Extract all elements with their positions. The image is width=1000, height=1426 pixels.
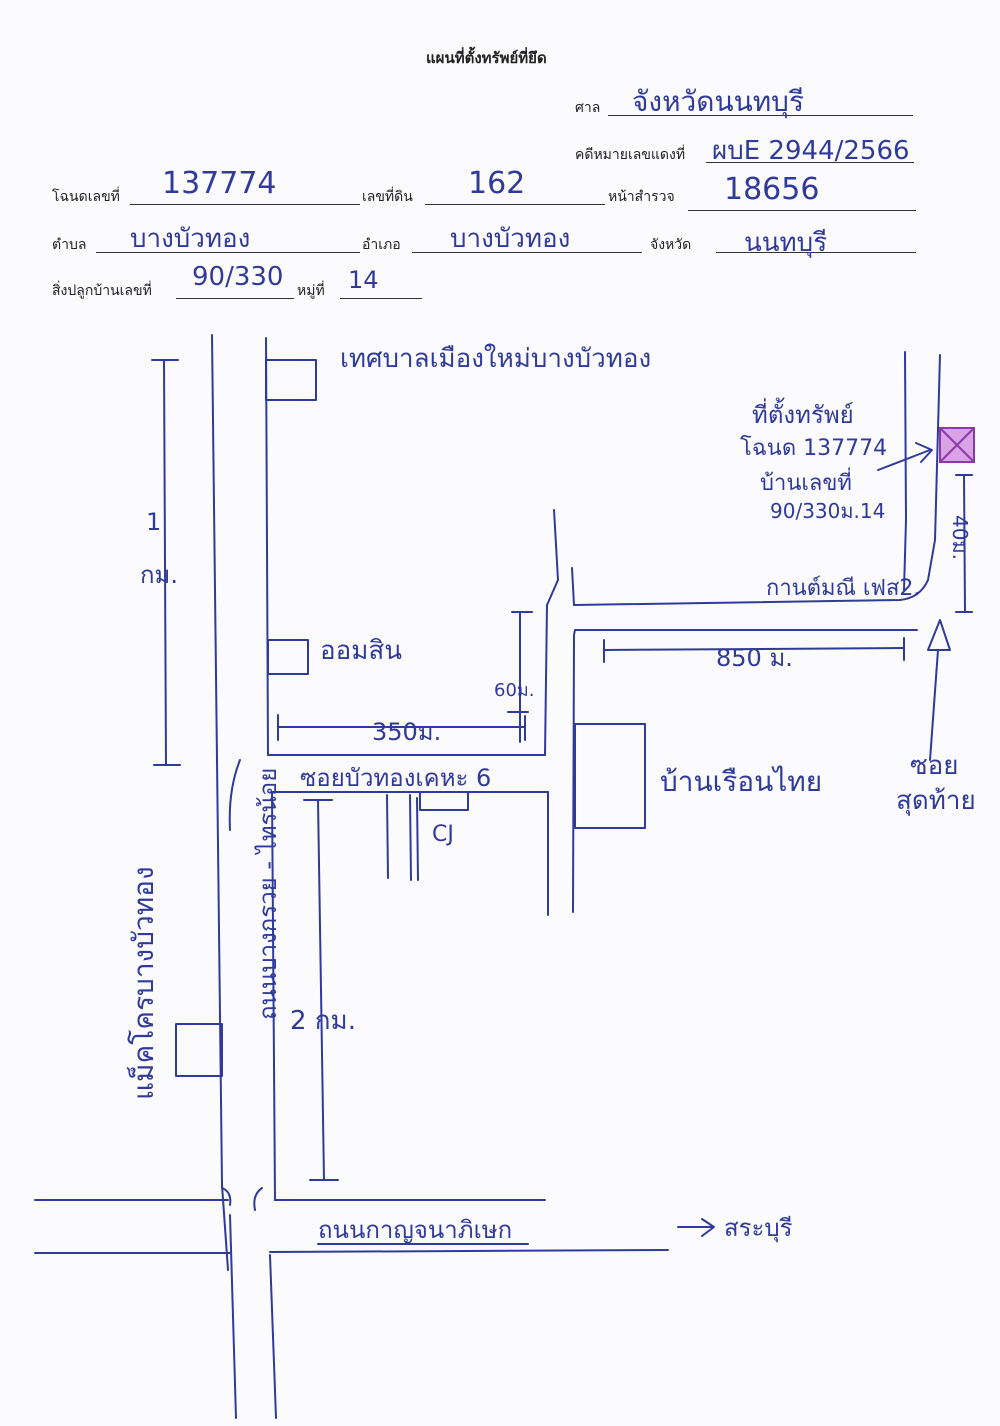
survey-page-label: หน้าสำรวจ — [608, 189, 675, 205]
case-underline — [706, 162, 914, 163]
case-label: คดีหมายเลขแดงที่ — [575, 147, 686, 163]
dim-850-label: 850 ม. — [716, 644, 793, 672]
gsb-box — [267, 639, 309, 675]
branch-upper-edge — [573, 354, 941, 606]
soi-end-upper — [544, 509, 559, 756]
dim-40-line — [963, 474, 966, 613]
side-lane-2-left — [416, 797, 419, 881]
last-soi-arrow-shaft — [929, 649, 939, 761]
dim-1km-number: 1 — [146, 508, 162, 536]
road-label-curve — [228, 759, 241, 831]
highway-bottom-edge-right — [269, 1249, 669, 1253]
cj-box — [419, 791, 469, 811]
house-no-value: 90/330 — [192, 262, 284, 292]
dim-40-label: 40ม. — [948, 515, 972, 560]
court-label: ศาล — [575, 100, 601, 116]
survey-page-value: 18656 — [724, 172, 820, 207]
subdistrict-value: บางบัวทอง — [130, 224, 251, 254]
property-line1: ที่ตั้งทรัพย์ — [752, 401, 854, 429]
province-underline — [716, 252, 916, 253]
moo-value: 14 — [348, 266, 379, 294]
dim-2km-label: 2 กม. — [290, 1006, 356, 1036]
saraburi-arrow — [677, 1218, 715, 1237]
last-soi-label-b: สุดท้าย — [896, 786, 976, 816]
survey-page-underline — [688, 210, 916, 211]
dim-350-label: 350ม. — [372, 718, 442, 746]
province-value: นนทบุรี — [744, 228, 828, 258]
land-no-underline — [425, 204, 605, 205]
saraburi-label: สระบุรี — [724, 1214, 793, 1242]
property-arrow — [877, 442, 933, 471]
side-lane-1-right — [409, 794, 412, 881]
house-no-label: สิ่งปลูกบ้านเลขที่ — [52, 283, 152, 299]
deed-underline — [130, 204, 360, 205]
macro-box — [175, 1023, 223, 1077]
macro-label: แม็คโครบางบัวทอง — [127, 866, 160, 1100]
baanruenthai-box — [574, 723, 646, 829]
last-soi-label-a: ซอย — [910, 751, 959, 781]
property-marker — [939, 427, 975, 463]
junction-curve-left — [221, 1187, 232, 1206]
municipality-box — [265, 359, 317, 401]
side-lane-1-left — [386, 794, 389, 879]
main-road-right-edge-lower — [271, 791, 276, 1201]
land-no-label: เลขที่ดิน — [362, 189, 413, 205]
main-road-right-edge-upper — [265, 337, 269, 756]
baanruenthai-label: บ้านเรือนไทย — [660, 765, 823, 798]
main-road-left-edge — [211, 334, 229, 1271]
property-line4: 90/330ม.14 — [770, 499, 886, 523]
municipality-label: เทศบาลเมืองใหม่บางบัวทอง — [340, 344, 652, 374]
subdistrict-underline — [96, 252, 360, 253]
last-soi-arrow-head — [927, 619, 951, 651]
court-underline — [608, 115, 913, 116]
form-title: แผนที่ตั้งทรัพย์ที่ยึด — [426, 49, 547, 67]
court-value: จังหวัดนนทบุรี — [632, 85, 804, 118]
district-value: บางบัวทอง — [450, 224, 571, 254]
main-road-right-edge-bottom — [269, 1254, 277, 1419]
dim-1km-unit: กม. — [140, 561, 178, 589]
moo-underline — [340, 298, 422, 299]
dim-2km-line — [317, 799, 325, 1181]
branch-far-right — [903, 351, 907, 591]
property-line3: บ้านเลขที่ — [760, 471, 852, 496]
cj-label: CJ — [432, 822, 454, 847]
gsb-label: ออมสิน — [320, 636, 403, 666]
district-label: อำเภอ — [362, 237, 401, 253]
dim-1km-line — [163, 359, 167, 766]
case-value: ผบE 2944/2566 — [712, 136, 910, 166]
branch-lane-left — [572, 634, 575, 913]
house-no-underline — [176, 298, 294, 299]
moo-label: หมู่ที่ — [297, 283, 325, 299]
kanmanee-label: กานต์มณี เฟส2. — [766, 576, 921, 601]
property-line2: โฉนด 137774 — [740, 436, 888, 461]
branch-left-top — [571, 567, 575, 606]
dim-850-line — [603, 647, 905, 651]
dim-60-label: 60ม. — [494, 680, 535, 701]
land-no-value: 162 — [468, 166, 526, 201]
deed-value: 137774 — [162, 166, 277, 201]
province-label: จังหวัด — [650, 237, 692, 253]
deed-label: โฉนดเลขที่ — [52, 189, 120, 205]
junction-curve-right — [253, 1187, 263, 1211]
highway-label: ถนนกาญจนาภิเษก — [318, 1216, 513, 1244]
main-road-left-edge-lower — [229, 1214, 237, 1419]
district-underline — [412, 252, 642, 253]
road-vertical-label: ถนนบางกรวย - ไทรน้อย — [254, 767, 282, 1020]
soi-main-label: ซอยบัวทองเคหะ 6 — [300, 764, 492, 792]
subdistrict-label: ตำบล — [52, 237, 87, 253]
branch-lower-edge — [573, 629, 918, 636]
